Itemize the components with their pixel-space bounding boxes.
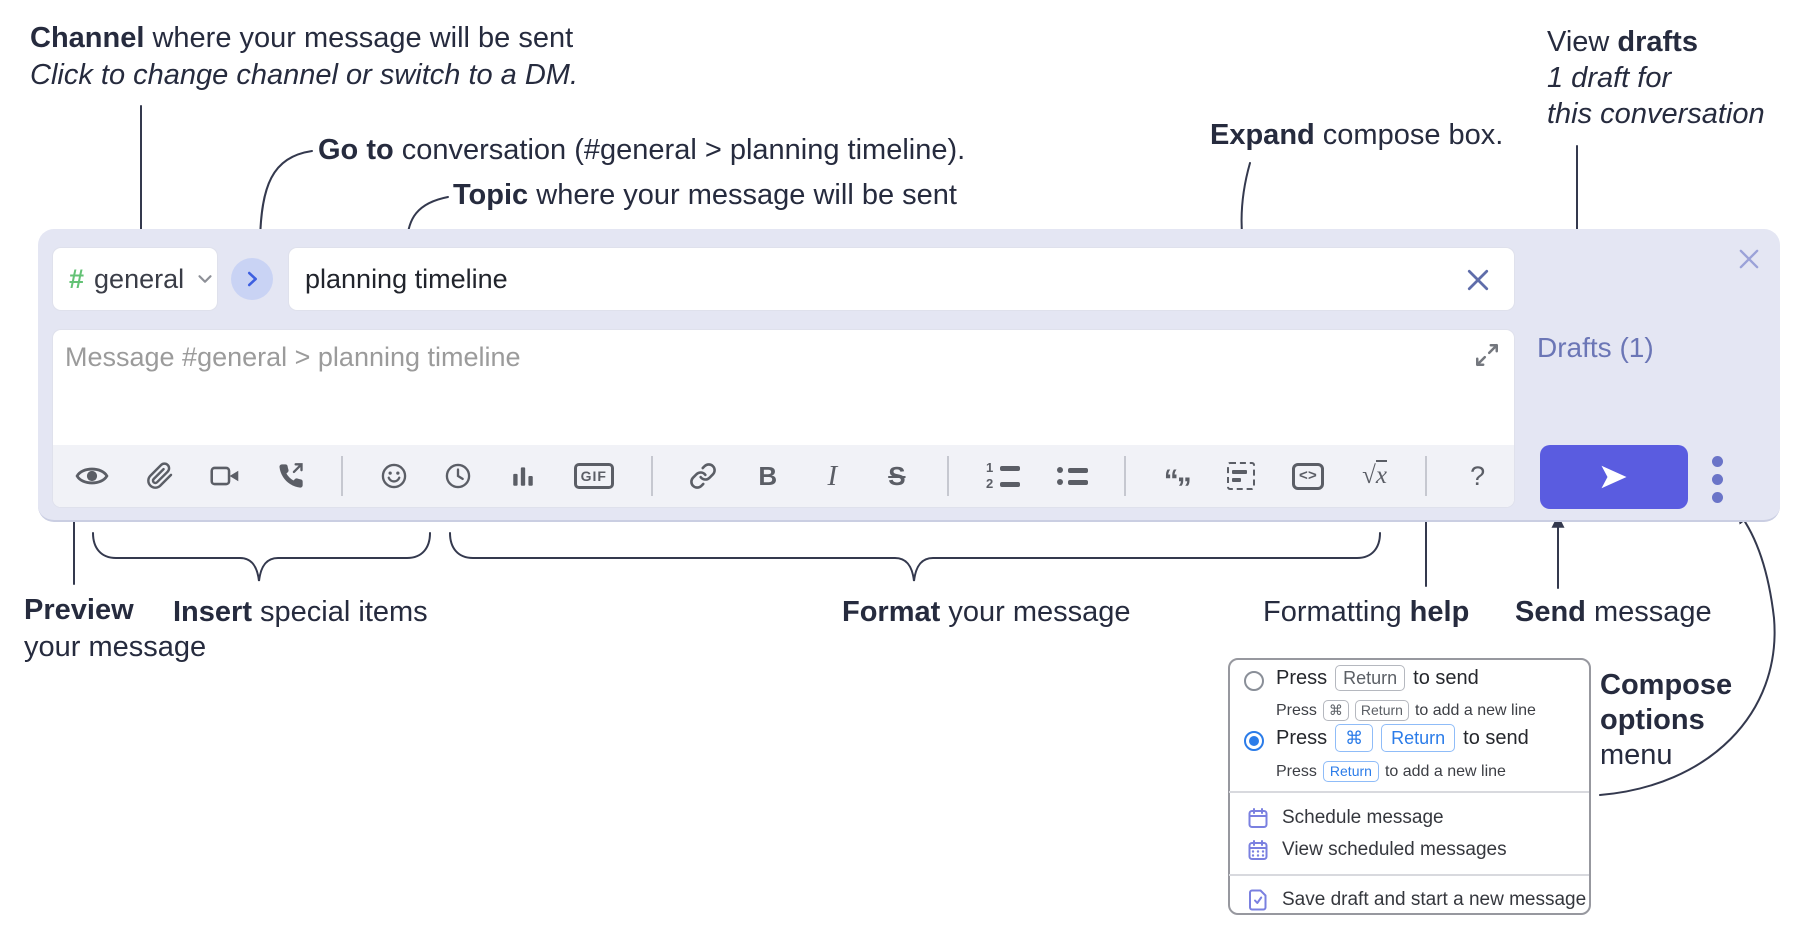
chevron-right-icon — [241, 268, 263, 290]
channel-selector[interactable]: # general — [52, 247, 218, 311]
channel-annotation: Channel where your message will be sent … — [30, 22, 579, 91]
close-compose-button[interactable] — [1732, 242, 1766, 276]
formatting-help-annotation: Formatting help — [1263, 596, 1470, 628]
expand-compose-button[interactable] — [1472, 340, 1502, 370]
enter-sends-subtext: Press ⌘ Return to add a new line — [1276, 700, 1536, 721]
go-to-conversation-button[interactable] — [231, 258, 273, 300]
draft-file-check-icon — [1246, 888, 1270, 912]
format-annotation: Format your message — [842, 596, 1131, 628]
return-keycap: Return — [1354, 700, 1409, 721]
enter-sends-radio[interactable] — [1244, 671, 1264, 691]
message-formatting-help-icon[interactable]: ? — [1470, 460, 1486, 491]
menu-divider — [1229, 791, 1589, 793]
toolbar-divider — [341, 456, 344, 496]
expand-icon — [1474, 342, 1500, 368]
send-message-annotation: Send message — [1515, 596, 1712, 628]
enter-sends-option[interactable]: Press Return to send — [1276, 665, 1479, 691]
cmd-enter-sends-option[interactable]: Press ⌘ Return to send — [1276, 724, 1529, 752]
close-icon — [1735, 245, 1763, 273]
toolbar-divider — [1124, 456, 1127, 496]
compose-options-annotation: Compose options menu — [1600, 669, 1733, 771]
global-time-icon[interactable] — [444, 456, 472, 496]
poll-icon[interactable] — [509, 456, 537, 496]
cmd-keycap: ⌘ — [1335, 724, 1374, 752]
compose-options-menu — [1228, 658, 1591, 915]
view-drafts-annotation: View drafts 1 draft for this conversatio… — [1547, 26, 1765, 130]
channel-name: general — [94, 263, 185, 294]
cmd-keycap: ⌘ — [1322, 700, 1349, 721]
link-icon[interactable] — [689, 456, 717, 496]
bulleted-list-icon[interactable] — [1056, 456, 1088, 496]
return-keycap: Return — [1322, 761, 1379, 782]
numbered-list-icon[interactable]: 1 2 — [986, 456, 1021, 496]
code-icon[interactable]: <> — [1291, 456, 1324, 496]
emoji-icon[interactable] — [380, 456, 408, 496]
italic-icon[interactable]: I — [827, 459, 838, 492]
channel-hash-icon: # — [69, 263, 85, 294]
gif-icon[interactable]: GIF — [573, 456, 614, 496]
strikethrough-icon[interactable]: S — [888, 460, 906, 491]
spoiler-icon[interactable] — [1227, 456, 1256, 496]
return-keycap: Return — [1381, 724, 1456, 752]
toolbar-divider — [1425, 456, 1428, 496]
return-keycap: Return — [1335, 665, 1406, 691]
drafts-link[interactable]: Drafts (1) — [1537, 332, 1654, 363]
insert-annotation: Insert special items — [173, 596, 428, 628]
send-button[interactable] — [1540, 445, 1688, 509]
bold-icon[interactable]: B — [758, 460, 778, 491]
ellipsis-dot — [1712, 474, 1723, 485]
compose-toolbar: GIF B I S 1 2 “” <> √x ? — [53, 445, 1514, 507]
send-icon — [1597, 462, 1631, 492]
goto-annotation: Go to conversation (#general > planning … — [318, 134, 966, 166]
topic-annotation: Topic where your message will be sent — [453, 179, 957, 211]
menu-divider — [1229, 874, 1589, 876]
voice-call-icon[interactable] — [277, 456, 305, 496]
expand-annotation: Expand compose box. — [1210, 119, 1504, 151]
preview-icon[interactable] — [75, 456, 109, 496]
preview-annotation: Preview your message — [24, 594, 207, 663]
quote-icon[interactable]: “” — [1163, 464, 1192, 505]
compose-options-menu-button[interactable] — [1712, 456, 1723, 503]
calendar-icon — [1246, 806, 1270, 830]
message-input[interactable] — [53, 330, 1465, 452]
ellipsis-dot — [1712, 492, 1723, 503]
toolbar-divider — [947, 456, 950, 496]
toolbar-divider — [650, 456, 653, 496]
topic-input[interactable] — [288, 247, 1515, 311]
clear-topic-button[interactable] — [1460, 262, 1496, 298]
ellipsis-dot — [1712, 456, 1723, 467]
cmd-enter-sends-subtext: Press Return to add a new line — [1276, 761, 1506, 782]
save-draft-item[interactable]: Save draft and start a new message — [1246, 888, 1586, 912]
attach-file-icon[interactable] — [146, 456, 174, 496]
schedule-message-item[interactable]: Schedule message — [1246, 806, 1444, 830]
math-icon[interactable]: √x — [1362, 460, 1387, 489]
calendar-grid-icon — [1246, 838, 1270, 862]
close-icon — [1463, 265, 1493, 295]
chevron-down-icon — [194, 268, 216, 290]
view-scheduled-messages-item[interactable]: View scheduled messages — [1246, 838, 1507, 862]
video-call-icon[interactable] — [210, 456, 240, 496]
cmd-enter-sends-radio[interactable] — [1244, 731, 1264, 751]
